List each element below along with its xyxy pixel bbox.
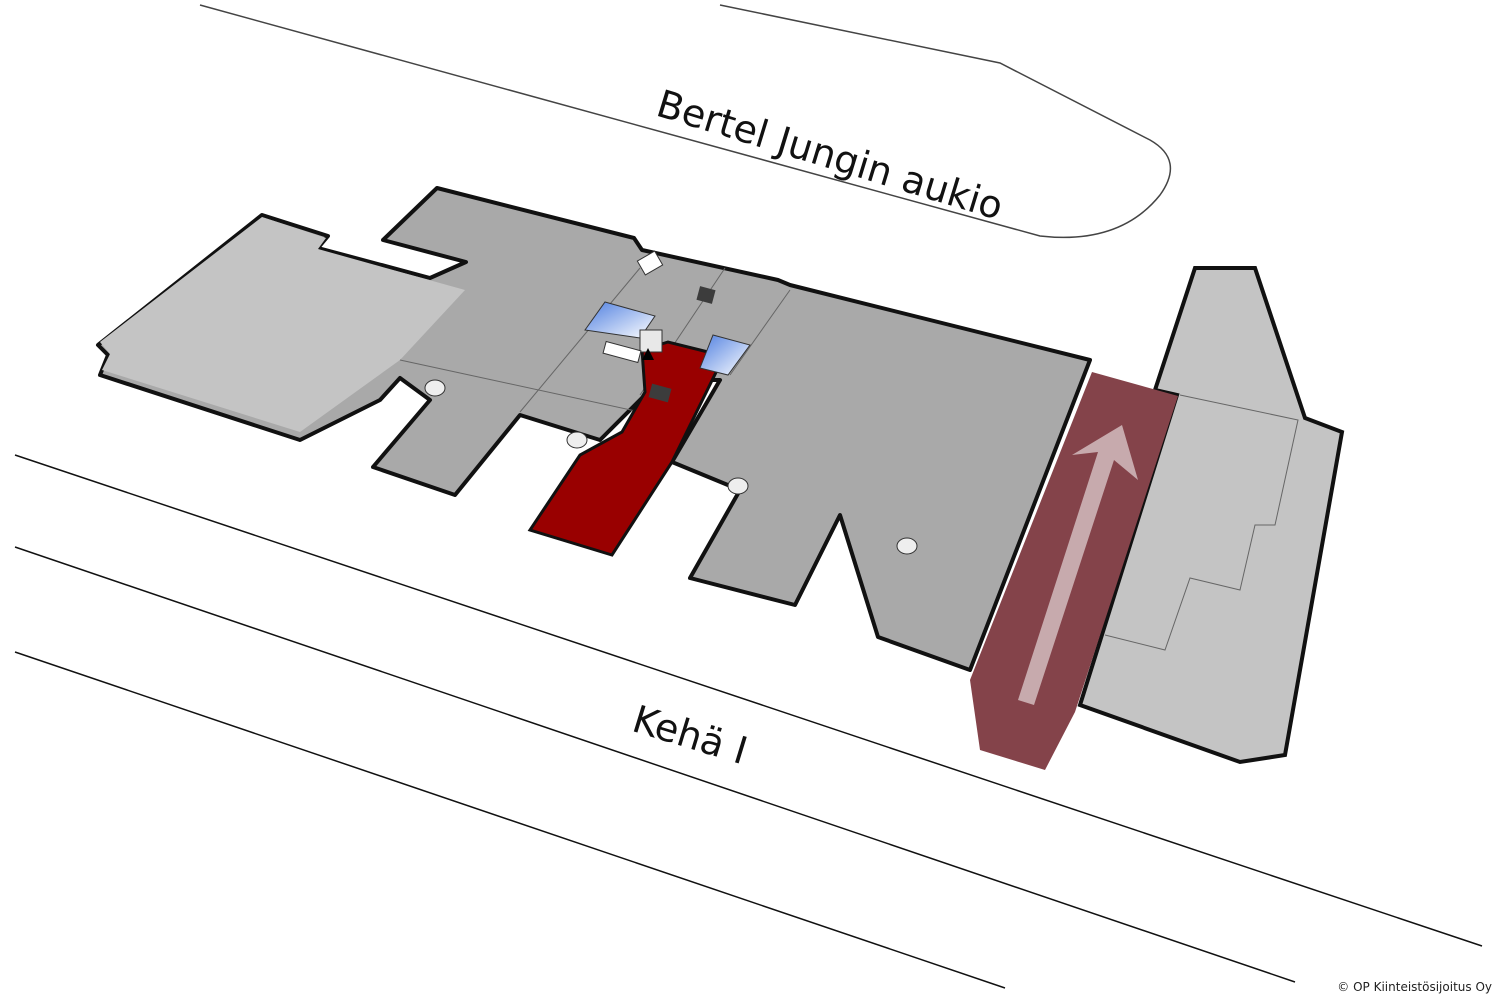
entrance-icon[interactable] xyxy=(424,379,446,397)
wall-line xyxy=(399,359,641,413)
direction-arrow-icon xyxy=(1018,425,1138,705)
elevator-icon xyxy=(648,383,672,403)
stairs-icon xyxy=(639,329,663,353)
light-well xyxy=(699,334,751,376)
wall-line xyxy=(729,289,791,376)
road-line xyxy=(14,651,1006,989)
square-outline xyxy=(199,4,1172,239)
building-inner-line xyxy=(1104,394,1299,651)
square-label: Bertel Jungin aukio xyxy=(652,81,1009,228)
road-line xyxy=(14,454,1483,947)
you-are-here-icon xyxy=(642,348,654,360)
entrance-icon[interactable] xyxy=(727,477,749,495)
entrance-icon[interactable] xyxy=(896,537,918,555)
wall-line xyxy=(519,267,641,413)
highlighted-space[interactable] xyxy=(527,340,727,557)
adjacent-building[interactable] xyxy=(1077,266,1345,765)
escalator-icon xyxy=(602,340,642,364)
elevator-icon xyxy=(696,286,716,304)
escalator-icon xyxy=(636,250,664,276)
copyright: © OP Kiinteistösijoitus Oy xyxy=(1337,980,1492,994)
road-line xyxy=(14,546,1296,983)
west-wing[interactable] xyxy=(100,217,465,432)
entrance-icon[interactable] xyxy=(566,431,588,449)
